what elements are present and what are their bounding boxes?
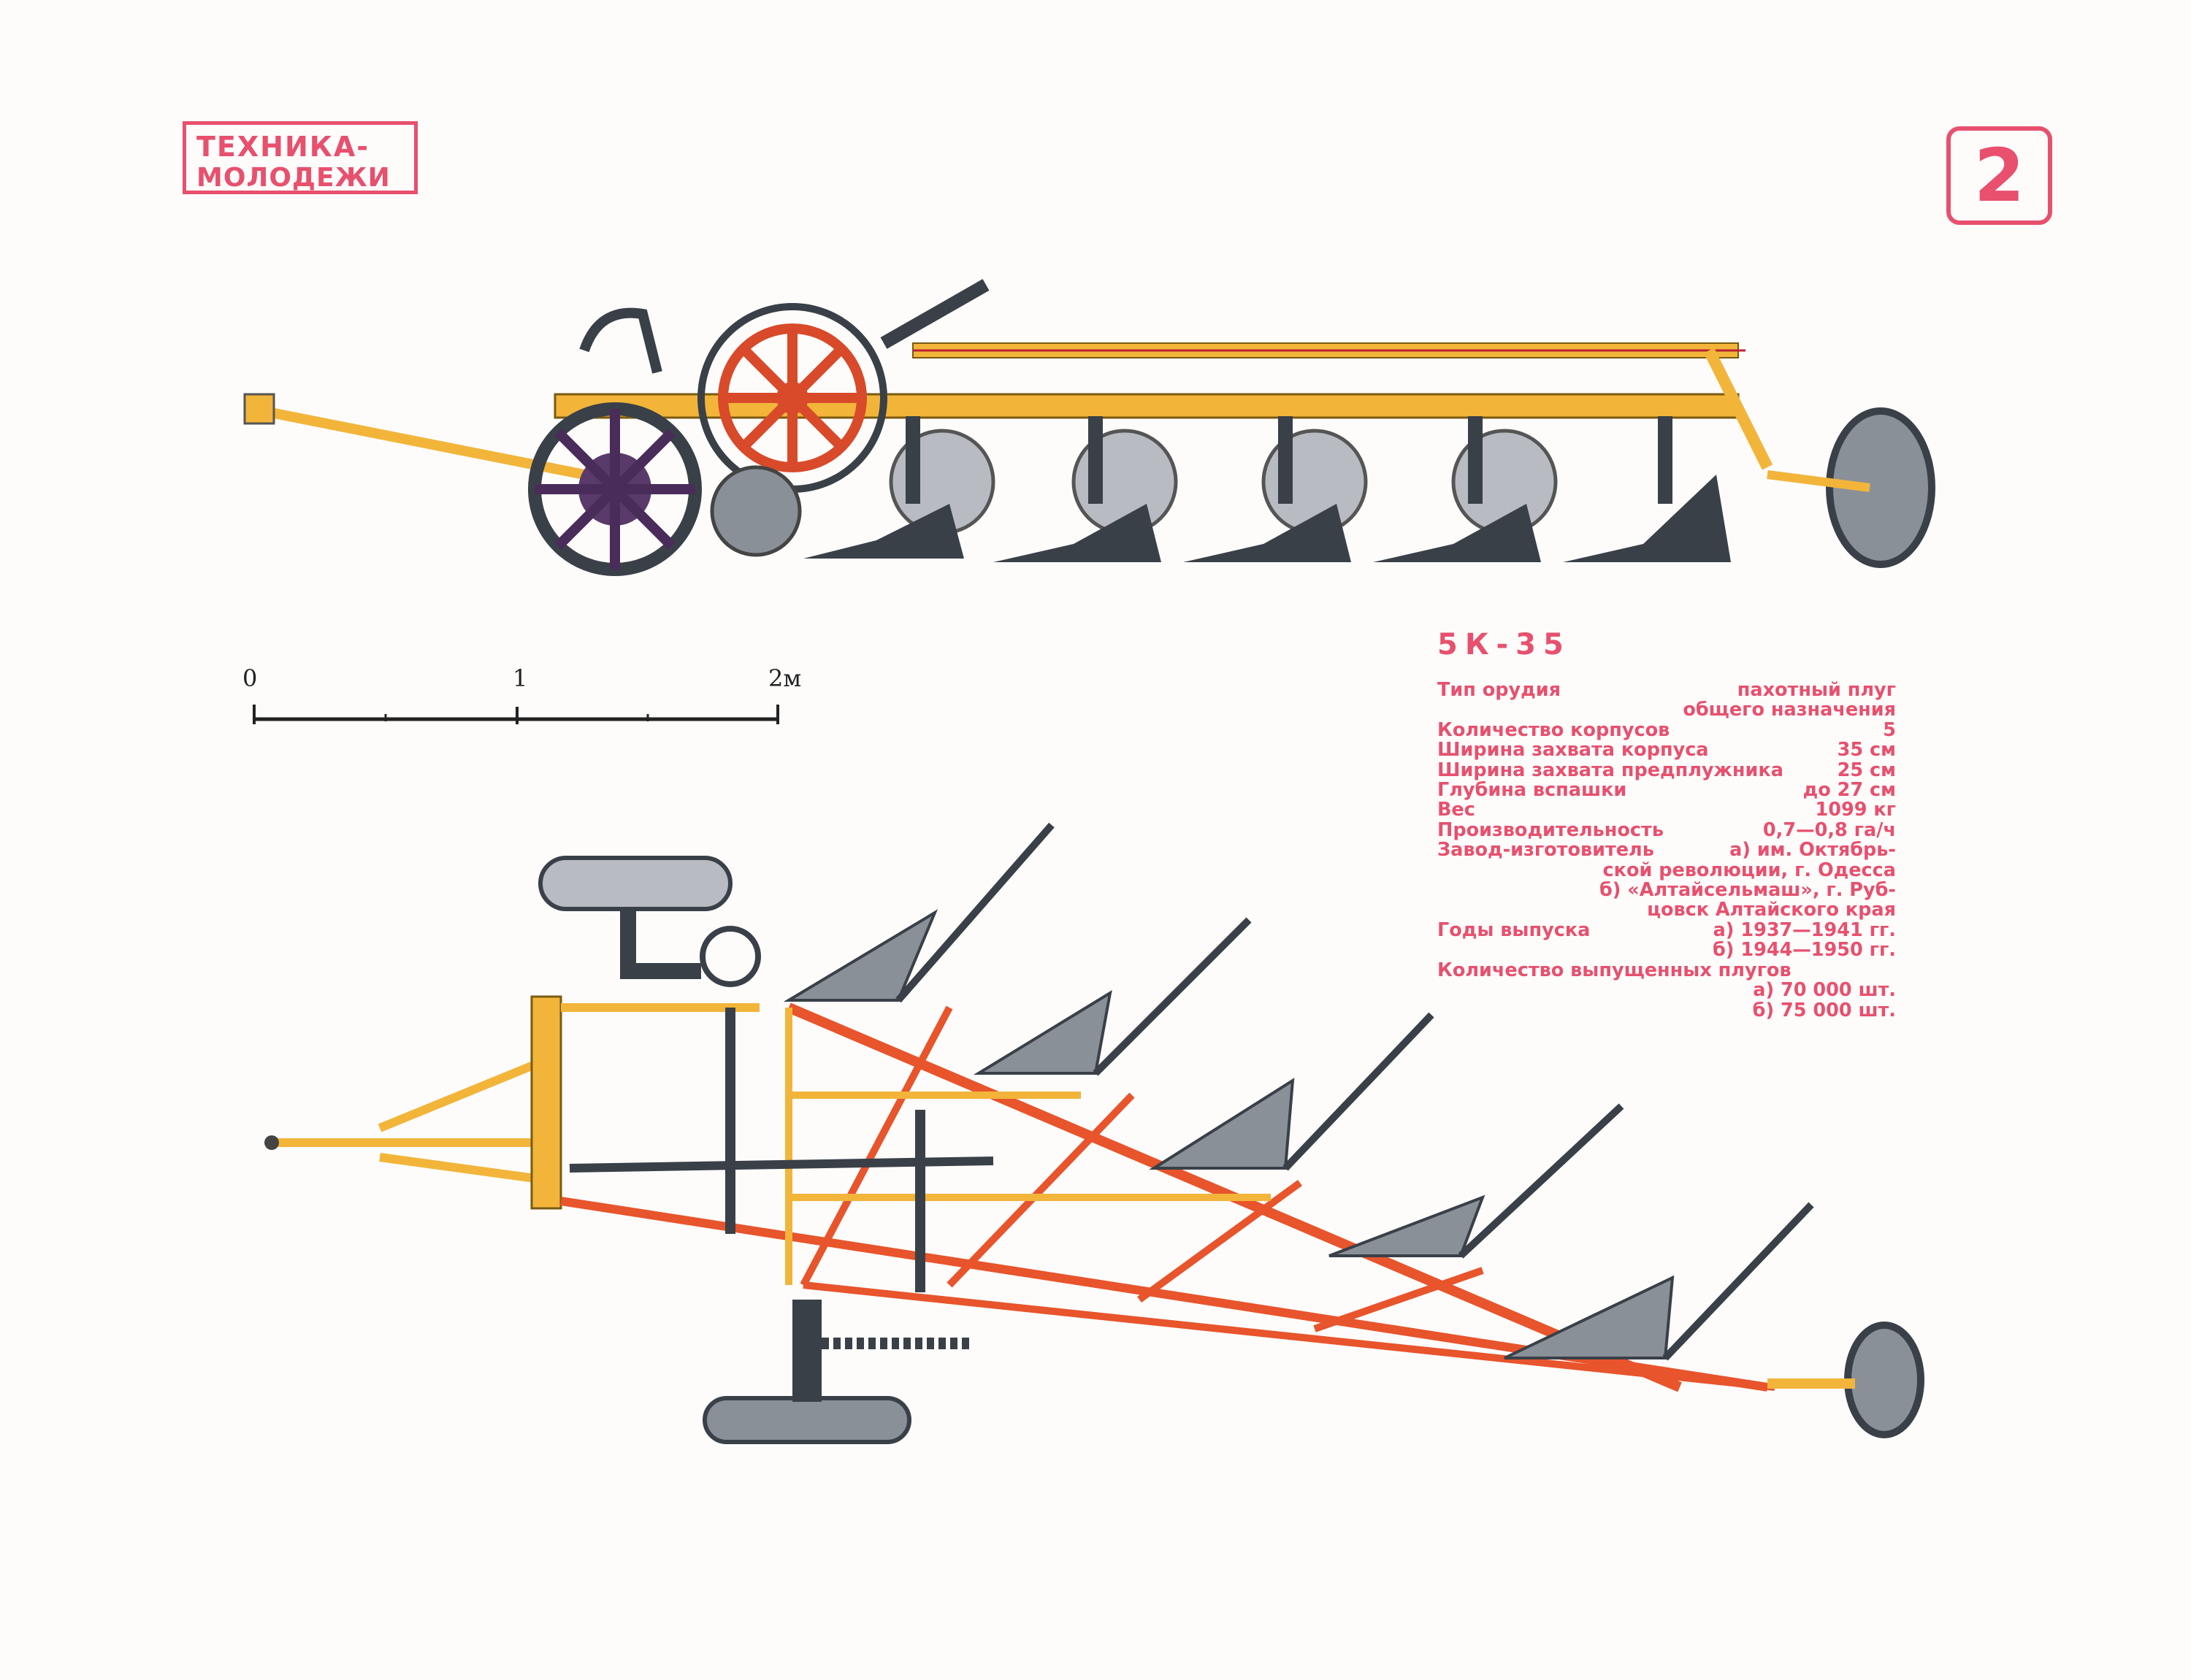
scale-tick-label-1: 1 — [513, 664, 528, 692]
spec-row: Количество корпусов 5 — [1437, 718, 1896, 741]
spec-label: Количество выпущенных плугов — [1437, 959, 1792, 981]
scale-tick-label-2: 2м — [768, 664, 802, 692]
magazine-logo: ТЕХНИКА- МОЛОДЕЖИ — [183, 121, 418, 194]
page-number-badge: 2 — [1946, 126, 2052, 225]
land-wheel-dark — [528, 402, 702, 576]
spec-label: Количество корпусов — [1437, 718, 1670, 741]
spec-value: до 27 см — [1802, 779, 1896, 802]
spec-row: Годы выпуска а) 1937—1941 гг. — [1437, 918, 1896, 941]
spec-value: пахотный плуг — [1737, 679, 1896, 701]
scale-bar: 0 1 2м — [241, 664, 811, 730]
spec-row: Глубина вспашки до 27 см — [1437, 780, 1896, 800]
spec-row: Завод-изготовитель а) им. Октябрь- — [1437, 840, 1896, 860]
spec-label: Глубина вспашки — [1437, 779, 1627, 802]
logo-line-1: ТЕХНИКА- — [196, 131, 370, 163]
spec-value: 5 — [1883, 718, 1896, 741]
plow-side-view — [243, 279, 1935, 576]
spec-row: б) 1944—1950 гг. — [1713, 939, 1896, 962]
spec-value: 25 см — [1837, 759, 1896, 781]
spec-label: Вес — [1437, 799, 1475, 821]
spec-row: ской революции, г. Одесса — [1602, 859, 1896, 881]
plow-model-title: 5К-35 — [1437, 628, 1571, 661]
logo-line-2: МОЛОДЕЖИ — [196, 163, 391, 193]
furrow-wheel-red — [697, 303, 887, 493]
spec-row: Производительность 0,7—0,8 га/ч — [1437, 818, 1896, 841]
spec-label: Завод-изготовитель — [1437, 839, 1654, 862]
spec-row: б) 75 000 шт. — [1752, 999, 1896, 1021]
spec-value: 1099 кг — [1815, 799, 1896, 821]
spec-label: Тип орудия — [1437, 679, 1561, 701]
plow-top-view — [264, 822, 1924, 1444]
spec-row: б) «Алтайсельмаш», г. Руб- — [1599, 879, 1896, 902]
scale-ruler — [253, 705, 779, 724]
spec-value: 0,7—0,8 га/ч — [1762, 818, 1896, 841]
spec-label: Ширина захвата предплужника — [1437, 759, 1783, 781]
spec-row: цовск Алтайского края — [1647, 899, 1896, 921]
spec-value: а) им. Октябрь- — [1729, 839, 1896, 862]
spec-label: Производительность — [1437, 818, 1664, 841]
spec-row: Вес 1099 кг — [1437, 799, 1896, 821]
spec-row: а) 70 000 шт. — [1753, 979, 1896, 1002]
spec-row: общего назначения — [1683, 699, 1896, 721]
spec-row: Тип орудия пахотный плуг — [1437, 680, 1896, 700]
spec-value: а) 1937—1941 гг. — [1713, 918, 1896, 941]
spec-row: Ширина захвата предплужника 25 см — [1437, 759, 1896, 781]
spec-label: Ширина захвата корпуса — [1437, 739, 1709, 762]
spec-value: 35 см — [1837, 739, 1896, 762]
spec-row: Ширина захвата корпуса 35 см — [1437, 740, 1896, 760]
spec-row: Количество выпущенных плугов — [1437, 959, 1896, 981]
spec-label: Годы выпуска — [1437, 918, 1591, 941]
scale-tick-label-0: 0 — [242, 664, 258, 692]
